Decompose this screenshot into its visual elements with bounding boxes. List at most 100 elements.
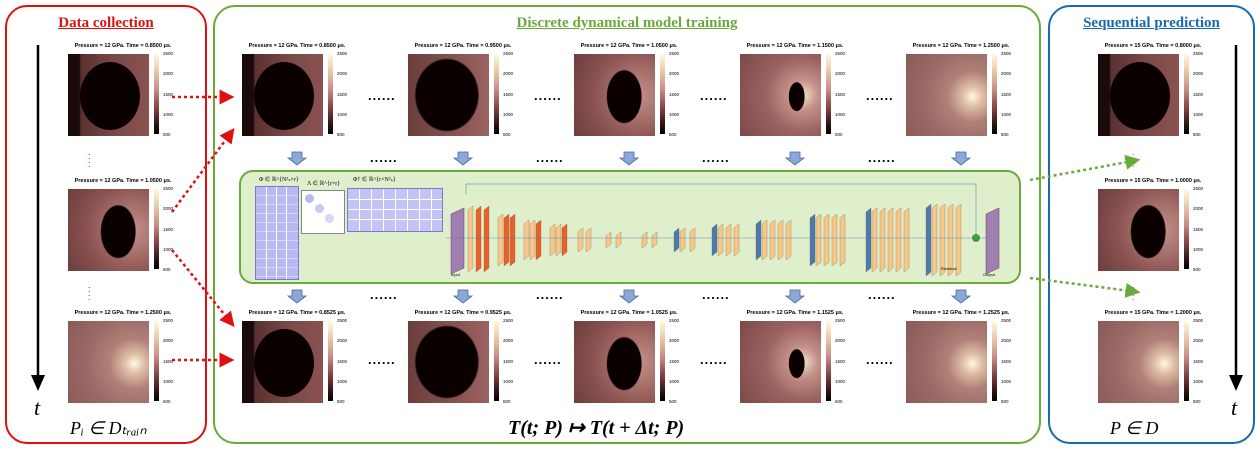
- flow-arrow: [1029, 154, 1141, 182]
- colorbar-tick-label: 2000: [835, 71, 846, 77]
- unet-layer-block: [535, 219, 542, 261]
- unet-layer-block: [895, 207, 902, 273]
- unet-layer-block: [605, 231, 612, 249]
- unet-layer-block: [777, 219, 784, 261]
- colorbar-tick-label: 2000: [669, 71, 680, 77]
- colorbar: [494, 54, 499, 134]
- unet-layer-block: [711, 223, 718, 257]
- colorbar: [154, 321, 159, 401]
- frame-title: Pressure = 12 GPa. Time = 0.8500 μs.: [248, 43, 346, 49]
- colorbar-tick-label: 1000: [1193, 111, 1204, 117]
- simulation-frame: Pressure = 15 GPa. Time = 1.0000 μs.2500…: [1088, 178, 1213, 274]
- ellipsis: ......: [868, 287, 896, 302]
- colorbar-tick-label: 500: [835, 399, 843, 404]
- colorbar-tick-label: 2500: [1001, 318, 1012, 323]
- ellipsis: ......: [370, 287, 398, 302]
- unet-layer-block: [871, 207, 878, 273]
- colorbar-tick-label: 1500: [1193, 358, 1204, 364]
- formula-text: T(t; P) ↦ T(t + Δt; P): [508, 417, 685, 439]
- ellipsis: ......: [536, 287, 564, 302]
- unet-layer-block: [955, 203, 962, 277]
- unet-layer-block: [831, 213, 838, 267]
- colorbar: [328, 54, 333, 134]
- temperature-field-image: [574, 54, 655, 136]
- phi-dagger-matrix: [347, 188, 443, 232]
- unet-layer-block: [549, 223, 556, 257]
- unet-layer-block: [497, 213, 504, 267]
- unet-layer-block: [947, 203, 954, 277]
- unet-layer-block: [561, 223, 568, 257]
- colorbar: [1184, 321, 1189, 401]
- colorbar-tick-label: 500: [1193, 132, 1201, 137]
- frame-title: Pressure = 12 GPa. Time = 0.9500 μs.: [414, 43, 512, 49]
- colorbar-tick-label: 2000: [1193, 206, 1204, 212]
- colorbar-tick-label: 2500: [337, 51, 348, 56]
- colorbar-tick-label: 1500: [1001, 91, 1012, 97]
- colorbar-tick-label: 2000: [337, 71, 348, 77]
- colorbar-tick-label: 1500: [503, 91, 514, 97]
- temperature-field-image: [68, 189, 149, 271]
- ellipsis: ......: [534, 352, 562, 367]
- frame-title: Pressure = 12 GPa. Time = 1.2500 μs.: [912, 43, 1010, 49]
- colorbar-tick-label: 2500: [835, 51, 846, 56]
- colorbar-tick-label: 1500: [1001, 358, 1012, 364]
- phi-dagger-label: Φ† ∈ ℝ^{r×N²ₛ}: [353, 177, 396, 183]
- temperature-field-image: [242, 54, 323, 136]
- colorbar-tick-label: 2000: [163, 338, 174, 344]
- down-arrow: [784, 289, 806, 304]
- unet-layer-block: [725, 223, 732, 257]
- unet-layer-block: [467, 205, 474, 273]
- temperature-field-image: [574, 321, 655, 403]
- colorbar: [660, 321, 665, 401]
- unet-layer-block: [903, 207, 910, 273]
- simulation-frame: Pressure = 12 GPa. Time = 0.9500 μs.2500…: [398, 43, 523, 139]
- unet-layer-block: [615, 231, 622, 249]
- frame-title: Pressure = 12 GPa. Time = 1.2525 μs.: [912, 310, 1010, 316]
- unet-layer-block: [769, 219, 776, 261]
- vertical-ellipsis: ....: [88, 280, 91, 302]
- colorbar-tick-label: 1500: [835, 91, 846, 97]
- unet-layer-block: [755, 219, 762, 261]
- unet-layer-block: [577, 227, 584, 253]
- unet-layer-block: [689, 227, 696, 253]
- ellipsis: ......: [866, 352, 894, 367]
- simulation-frame: Pressure = 12 GPa. Time = 1.2500 μs.2500…: [896, 43, 1021, 139]
- colorbar-tick-label: 1500: [163, 226, 174, 232]
- temperature-field-image: [1098, 321, 1179, 403]
- unet-layer-block: [529, 219, 536, 261]
- colorbar-tick-label: 500: [1193, 267, 1201, 272]
- unet-layer-block: [809, 213, 816, 267]
- colorbar-tick-label: 2500: [835, 318, 846, 323]
- simulation-frame: Pressure = 15 GPa. Time = 0.8000 μs.2500…: [1088, 43, 1213, 139]
- unet-layer-block: [679, 227, 686, 253]
- test-set-formula: P ∈ D: [1110, 418, 1158, 439]
- colorbar-tick-label: 1500: [1193, 91, 1204, 97]
- unet-layer-block: [925, 203, 932, 277]
- unet-layer-block: [815, 213, 822, 267]
- down-arrow: [618, 289, 640, 304]
- colorbar: [1184, 189, 1189, 269]
- colorbar-tick-label: 2500: [163, 51, 174, 56]
- frame-title: Pressure = 12 GPa. Time = 1.0525 μs.: [580, 310, 678, 316]
- unet-output-label: Output: [983, 272, 996, 277]
- colorbar-tick-label: 1500: [337, 358, 348, 364]
- colorbar-tick-label: 2000: [669, 338, 680, 344]
- ellipsis: ......: [534, 88, 562, 103]
- ellipsis: ......: [700, 88, 728, 103]
- panel-title: Discrete dynamical model training: [516, 15, 738, 31]
- ellipsis: ......: [866, 88, 894, 103]
- colorbar-tick-label: 1000: [835, 378, 846, 384]
- colorbar-tick-label: 1000: [1193, 378, 1204, 384]
- colorbar-tick-label: 2000: [1193, 71, 1204, 77]
- frame-title: Pressure = 15 GPa. Time = 0.8000 μs.: [1104, 43, 1202, 49]
- temperature-field-image: [408, 321, 489, 403]
- sequential-prediction-panel: Sequential prediction: [1048, 5, 1255, 444]
- unet-input-label: Input: [451, 272, 460, 277]
